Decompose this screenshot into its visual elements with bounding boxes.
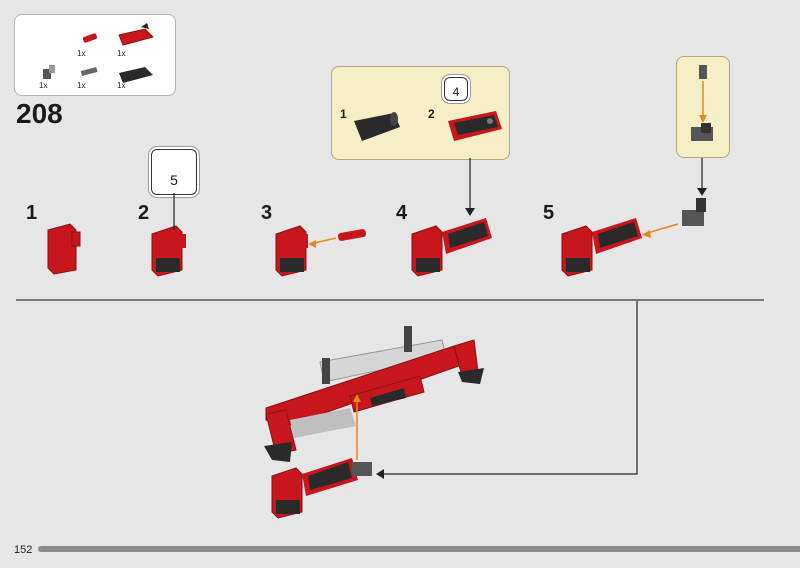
red-panel-with-sticker-icon [448,111,502,141]
gray-axle-pin-icon [43,65,55,79]
red-panel-icon [118,23,154,46]
dark-connector-icon [682,198,706,226]
red-connector-step-2 [151,225,186,277]
substep-number: 2 [138,202,150,224]
substep-number: 1 [26,202,38,224]
red-connector-step-1 [47,223,81,275]
subassembly-callout: 1 2 4 [331,66,510,160]
dark-connector-icon [80,66,98,76]
red-connector-step-4 [411,218,492,277]
red-axle-connector-icon [337,229,367,241]
connector-callout [676,56,730,158]
red-connector-with-sticker-assembly [271,458,372,519]
parts-list-box: 1x 1x 1x 1x 1x [14,14,176,96]
parts-qty: 1x [117,81,126,90]
page-progress-bar [38,546,800,552]
substep-number: 3 [261,202,273,224]
parts-qty: 1x [77,81,86,90]
parts-qty: 1x [39,81,48,90]
black-panel-icon [354,112,400,141]
section-divider [16,299,764,301]
parts-qty: 1x [77,49,86,58]
connector-assembly-icon [691,65,713,141]
red-connector-step-3 [275,225,308,277]
red-connector-step-5 [561,218,642,277]
substep-number: 4 [396,202,408,224]
sticker-number: 5 [170,172,178,188]
parts-qty: 1x [117,49,126,58]
sticker-number: 4 [452,85,460,99]
sticker-tag: 4 [444,77,468,101]
page-number: 152 [14,544,33,556]
main-assembly-illustration [264,326,484,462]
step-number: 208 [16,98,63,129]
substep-number: 5 [543,202,555,224]
black-panel-icon [119,67,153,83]
red-axle-connector-icon [82,33,98,43]
parts-list-illustration [43,23,154,83]
callout-item-number: 1 [340,107,347,121]
callout-item-number: 2 [428,107,435,121]
